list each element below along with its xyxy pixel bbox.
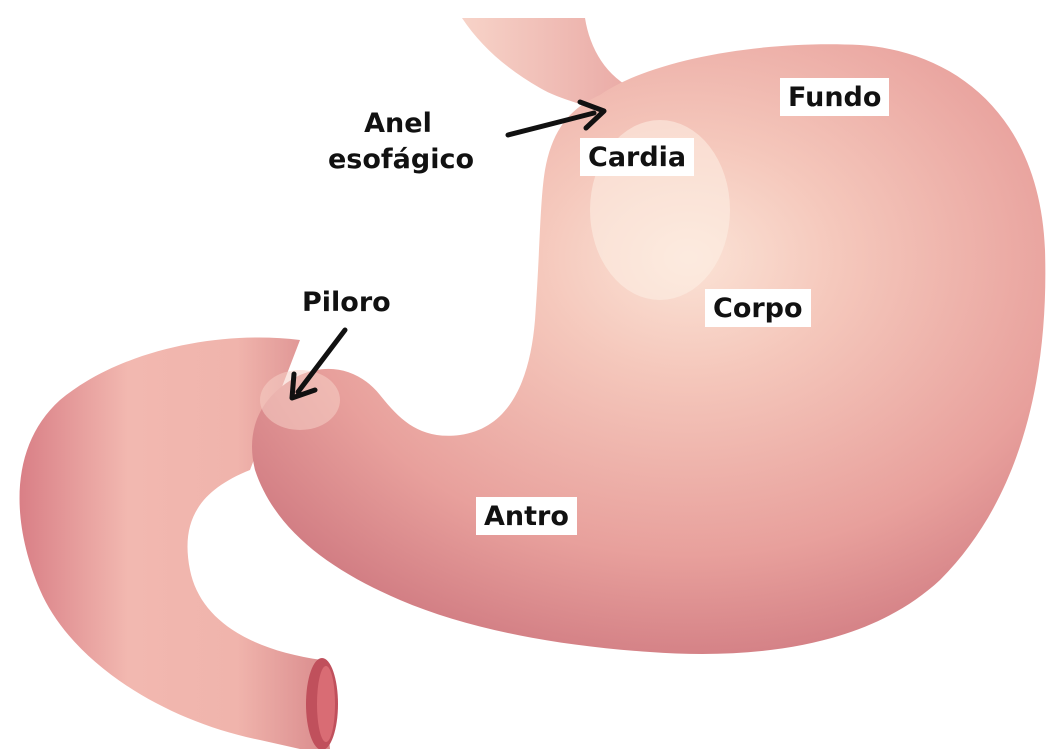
label-cardia: Cardia <box>580 138 694 176</box>
label-anel-line1: Anel <box>328 106 468 142</box>
label-antro: Antro <box>476 497 577 535</box>
label-anel-line2: esofágico <box>328 142 468 178</box>
label-fundo: Fundo <box>780 78 889 116</box>
label-corpo: Corpo <box>705 289 811 327</box>
label-anel-esofagico: Anel esofágico <box>328 106 468 178</box>
label-piloro: Piloro <box>294 283 399 321</box>
